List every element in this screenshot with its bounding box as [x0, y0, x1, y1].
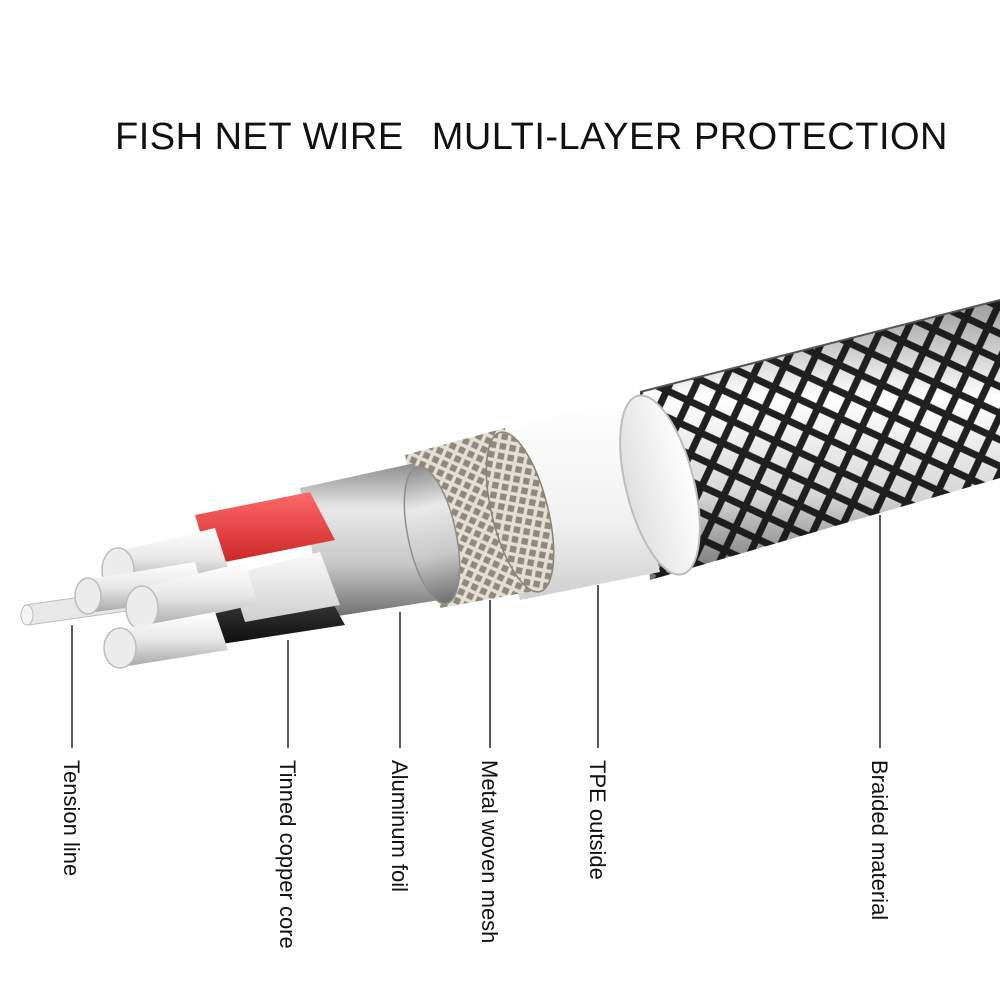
- white-wire: [230, 552, 340, 622]
- title-multi-layer-protection: MULTI-LAYER PROTECTION: [431, 116, 949, 158]
- label-braided-material: Braided material: [867, 760, 892, 921]
- aluminum-foil-layer: [300, 463, 461, 618]
- label-tpe-outside: TPE outside: [585, 760, 610, 880]
- page-title: FISH NET WIRE MULTI-LAYER PROTECTION: [115, 112, 995, 162]
- label-metal-woven-mesh: Metal woven mesh: [477, 760, 502, 944]
- label-tinned-copper-core: Tinned copper core: [275, 760, 300, 949]
- red-wire: [195, 492, 335, 565]
- braided-jacket: [639, 299, 1000, 580]
- label-aluminum-foil: Aluminum foil: [387, 760, 412, 893]
- leader-lines: [71, 515, 881, 748]
- label-tension-line: Tension line: [59, 760, 84, 877]
- title-fish-net-wire: FISH NET WIRE: [115, 116, 404, 158]
- copper-strand-bundles: [74, 528, 258, 669]
